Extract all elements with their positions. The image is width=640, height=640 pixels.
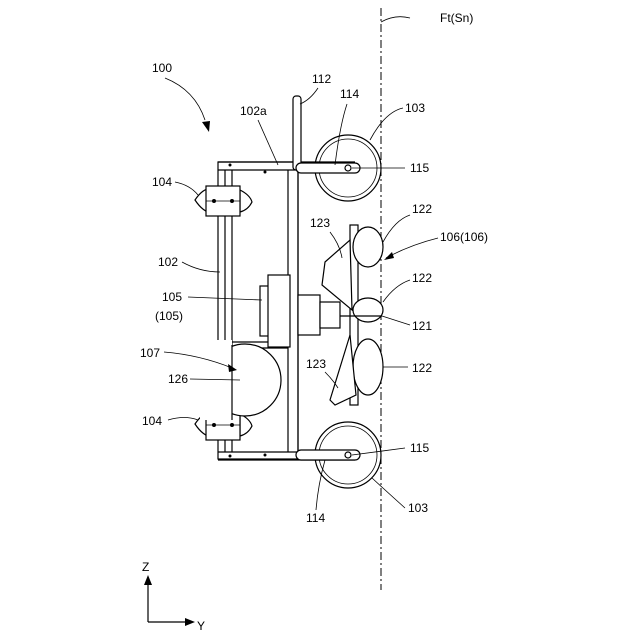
label-axis-z: Z — [142, 560, 149, 574]
plate-leader — [182, 262, 220, 272]
label-arm-top: 114 — [340, 87, 359, 101]
magnet-low-leader — [168, 418, 198, 421]
handle-bar — [293, 96, 301, 170]
arm-top-leader — [335, 104, 347, 165]
fan-mid-leader — [383, 280, 410, 302]
label-fan-cover-low: 123 — [306, 357, 326, 371]
label-pin-low: 115 — [410, 441, 429, 455]
surface-leader — [381, 17, 410, 22]
wheel-top-leader — [370, 108, 403, 140]
motor-coupling — [298, 295, 320, 335]
fan-cover-top — [322, 240, 352, 310]
label-motor-a: 105 — [162, 290, 182, 304]
shaft-leader — [382, 316, 410, 325]
pin-low-leader — [352, 448, 405, 455]
motor-shaft — [320, 302, 340, 328]
unit-leader — [386, 238, 438, 258]
label-arm-low: 114 — [306, 511, 325, 525]
label-motor-b: (105) — [155, 309, 183, 323]
label-magnet-low: 104 — [142, 414, 162, 428]
label-handle: 112 — [312, 72, 331, 86]
label-plate-sub: 102a — [240, 104, 267, 118]
label-unit: 106(106) — [440, 230, 488, 244]
fan-top — [353, 227, 383, 267]
magnet-top — [195, 186, 252, 216]
label-pin-top: 115 — [410, 161, 429, 175]
pin-top — [345, 165, 351, 171]
label-fan-cover: 123 — [310, 216, 330, 230]
bolt — [264, 454, 267, 457]
label-axis-y: Y — [197, 619, 205, 633]
axis-y-arrow — [185, 618, 195, 626]
label-shaft: 121 — [412, 319, 432, 333]
label-space: 107 — [140, 346, 160, 360]
fan-low — [353, 339, 383, 395]
bolt — [229, 455, 232, 458]
device-arrow — [202, 121, 210, 132]
magnet-top-leader — [175, 182, 198, 195]
axis-z-arrow — [144, 575, 152, 585]
unit-arrow — [384, 252, 394, 260]
label-surface: Ft(Sn) — [440, 11, 473, 25]
device-leader — [165, 78, 205, 120]
fan-unit-leader — [383, 215, 410, 242]
label-weight: 126 — [168, 372, 188, 386]
label-fan-low: 122 — [412, 361, 432, 375]
bolt — [264, 171, 267, 174]
label-device: 100 — [152, 61, 172, 75]
pin-low — [345, 452, 351, 458]
label-fan-unit: 122 — [412, 202, 432, 216]
label-plate: 102 — [158, 255, 178, 269]
label-fan-mid: 122 — [412, 271, 432, 285]
fan-mid — [353, 298, 383, 322]
label-wheel-low: 103 — [408, 501, 428, 515]
handle-leader — [300, 88, 318, 104]
label-magnet-top: 104 — [152, 175, 172, 189]
wheel-low-leader — [372, 478, 405, 508]
label-wheel-top: 103 — [405, 101, 425, 115]
bolt — [229, 164, 232, 167]
motor-housing — [268, 275, 290, 347]
plate-sub-leader — [258, 120, 278, 165]
